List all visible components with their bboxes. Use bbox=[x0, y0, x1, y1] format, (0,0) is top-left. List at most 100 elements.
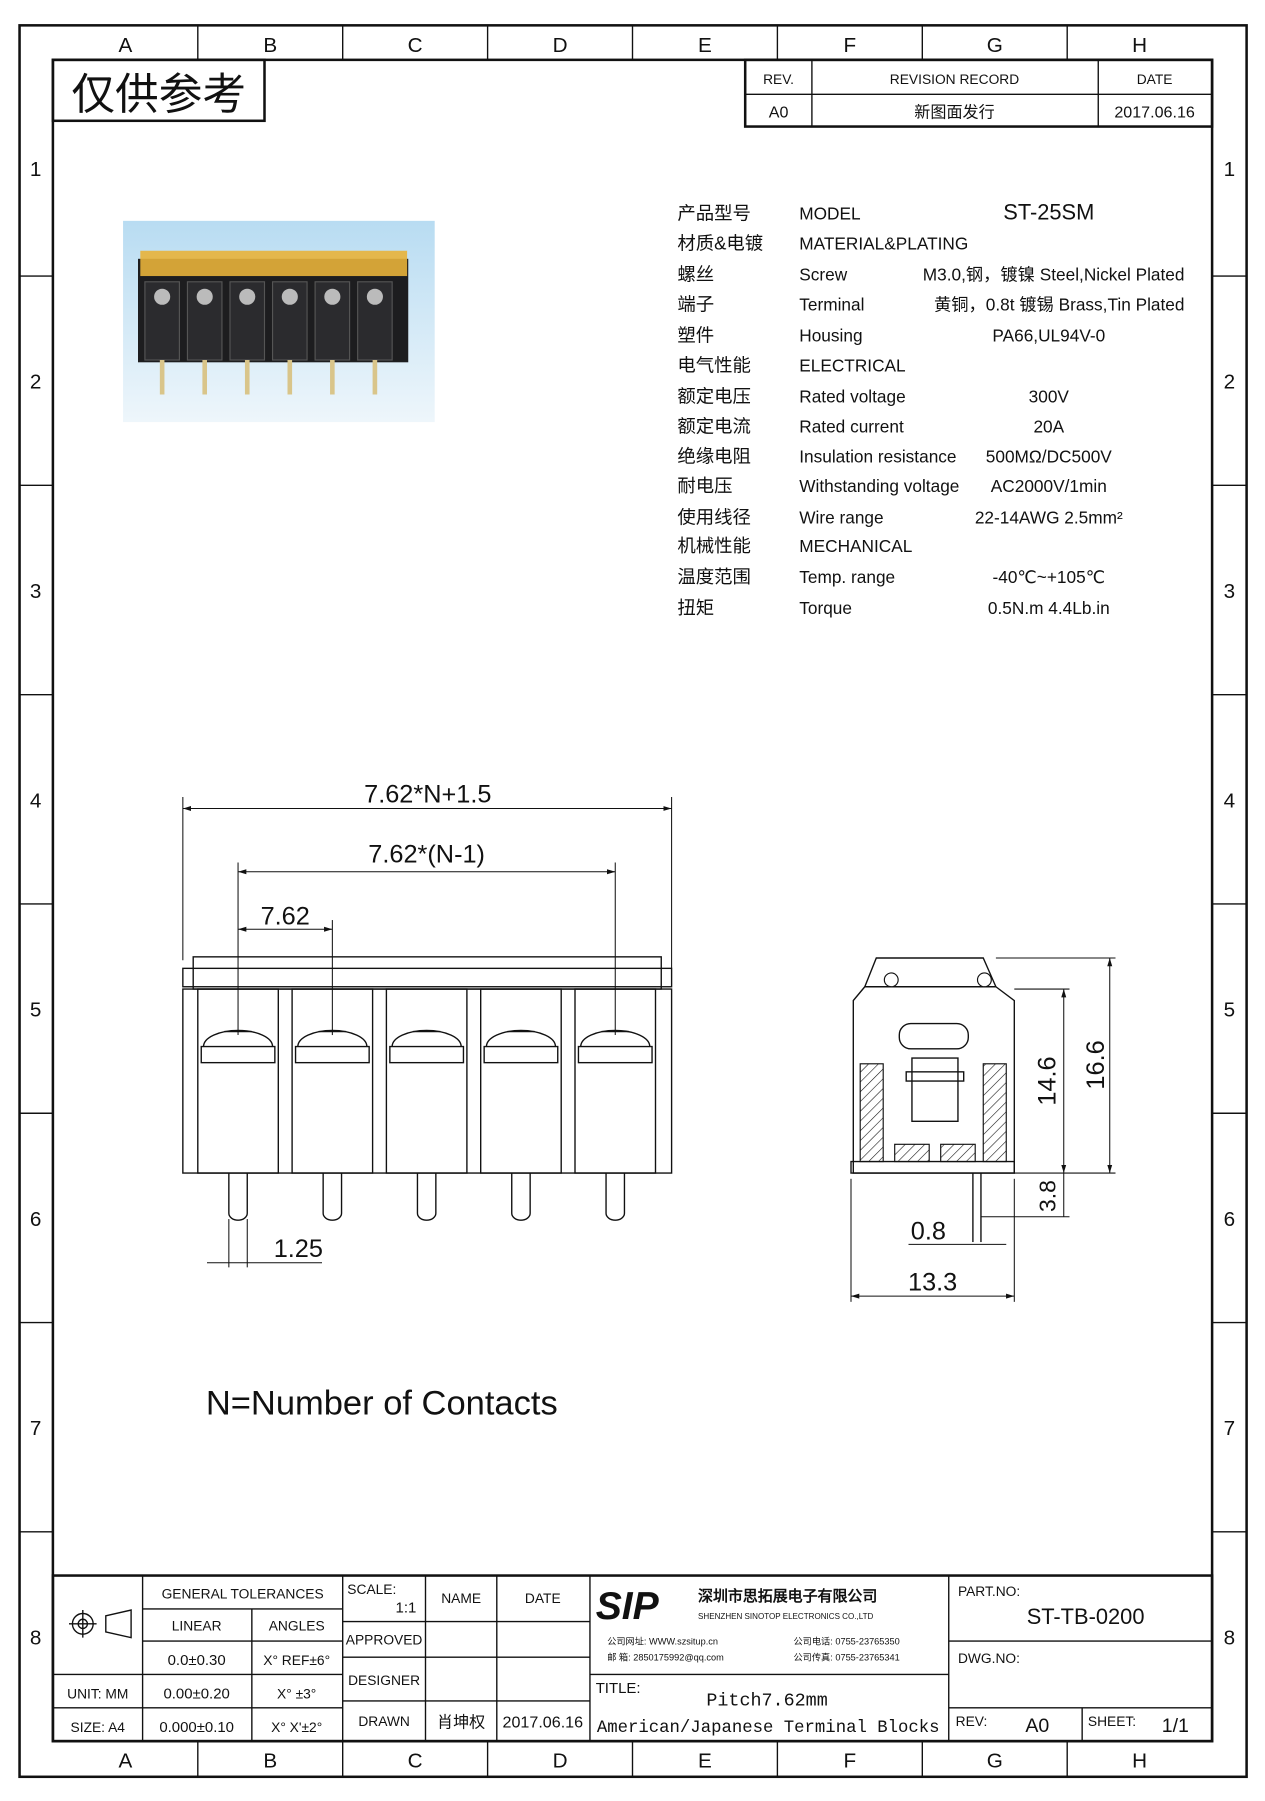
column-label-bottom: B bbox=[263, 1750, 277, 1773]
spec-label-cn: 材质&电镀 bbox=[677, 233, 763, 254]
sheet-value: 1/1 bbox=[1162, 1715, 1189, 1737]
contacts-note: N=Number of Contacts bbox=[206, 1385, 558, 1423]
rev-label: REV: bbox=[956, 1714, 988, 1729]
stamp-text: 仅供参考 bbox=[71, 70, 246, 119]
revision-table: REV. REVISION RECORD DATE A0 新图面发行 2017.… bbox=[743, 58, 1214, 128]
spec-label-cn: 机械性能 bbox=[677, 535, 751, 556]
row-label-right: 4 bbox=[1224, 789, 1236, 812]
angles-label: ANGLES bbox=[269, 1619, 325, 1634]
product-photo bbox=[123, 220, 435, 423]
linear-tolerance: 0.00±0.20 bbox=[163, 1686, 229, 1703]
pin bbox=[287, 360, 293, 395]
screw-icon bbox=[196, 288, 213, 305]
unit-size-label: SIZE: A4 bbox=[71, 1720, 126, 1735]
spec-value: 500MΩ/DC500V bbox=[986, 446, 1113, 466]
pin bbox=[228, 1173, 248, 1221]
title-line-1: Pitch7.62mm bbox=[706, 1691, 827, 1712]
spec-label-en: Insulation resistance bbox=[799, 446, 956, 466]
rev-header: REV. bbox=[763, 72, 794, 87]
row-label-right: 1 bbox=[1224, 158, 1236, 181]
row-label-left: 1 bbox=[30, 158, 42, 181]
spec-label-en: Rated current bbox=[799, 416, 904, 436]
date-header: DATE bbox=[1137, 72, 1173, 87]
angle-tolerance: X° ±3° bbox=[277, 1687, 316, 1702]
drawn-name: 肖坤权 bbox=[437, 1713, 485, 1731]
title-line-2: American/Japanese Terminal Blocks bbox=[597, 1719, 940, 1738]
angle-tolerance: X° REF±6° bbox=[263, 1653, 330, 1668]
row-label-left: 6 bbox=[30, 1208, 42, 1231]
reference-only-stamp: 仅供参考 bbox=[51, 58, 266, 123]
column-label-bottom: F bbox=[844, 1750, 857, 1773]
dim-overall: 7.62*N+1.5 bbox=[364, 781, 491, 809]
spec-value: 20A bbox=[1033, 416, 1064, 436]
pin bbox=[372, 360, 378, 395]
spec-label-en: Screw bbox=[799, 265, 847, 285]
column-label-top: D bbox=[553, 34, 568, 57]
spec-label-en: Housing bbox=[799, 326, 862, 346]
column-label-bottom: A bbox=[118, 1750, 132, 1773]
spec-label-en: Torque bbox=[799, 598, 852, 618]
row-label-right: 8 bbox=[1224, 1627, 1236, 1650]
spec-label-cn: 额定电压 bbox=[677, 386, 751, 407]
row-label-left: 4 bbox=[30, 789, 42, 812]
company-email: 邮 箱: 2850175992@qq.com bbox=[607, 1652, 724, 1663]
spec-value: 300V bbox=[1029, 387, 1070, 407]
title-label: TITLE: bbox=[596, 1680, 641, 1697]
part-no-label: PART.NO: bbox=[958, 1584, 1020, 1599]
linear-tolerance: 0.000±0.10 bbox=[159, 1719, 234, 1736]
screw-head-icon bbox=[485, 1029, 557, 1047]
pin bbox=[511, 1173, 531, 1221]
spec-value: AC2000V/1min bbox=[991, 476, 1107, 496]
front-view: 7.62*N+1.5 7.62*(N-1) 7.62 1.25 bbox=[182, 781, 673, 1268]
spec-label-en: Terminal bbox=[799, 295, 864, 315]
spec-row: 材质&电镀 MATERIAL&PLATING bbox=[677, 233, 968, 254]
revision-record-header: REVISION RECORD bbox=[890, 72, 1019, 87]
dim-span: 7.62*(N-1) bbox=[368, 841, 485, 869]
spec-label-en: Rated voltage bbox=[799, 387, 905, 407]
terminal-cell bbox=[480, 988, 562, 1174]
unit-size-label: UNIT: MM bbox=[67, 1687, 128, 1702]
dim-pin-length: 3.8 bbox=[1035, 1180, 1061, 1212]
designer-label: DESIGNER bbox=[348, 1673, 420, 1688]
row-label-right: 2 bbox=[1224, 371, 1236, 394]
dim-pin: 1.25 bbox=[274, 1235, 323, 1263]
projection-symbol-icon bbox=[69, 1609, 132, 1639]
general-tolerances-label: GENERAL TOLERANCES bbox=[162, 1587, 324, 1602]
spec-label-en: ELECTRICAL bbox=[799, 356, 906, 376]
pin bbox=[330, 360, 335, 395]
screw-head-icon bbox=[391, 1029, 462, 1047]
screw-icon bbox=[281, 288, 298, 305]
pin bbox=[202, 360, 207, 395]
spec-label-cn: 端子 bbox=[677, 294, 714, 315]
spec-value: ST-25SM bbox=[1003, 200, 1094, 225]
row-label-left: 3 bbox=[30, 580, 42, 603]
dim-pin-width: 0.8 bbox=[911, 1218, 946, 1246]
terminal-plate bbox=[200, 1045, 276, 1064]
spec-value: 22-14AWG 2.5mm² bbox=[975, 507, 1123, 527]
company-phone: 公司电话: 0755-23765350 bbox=[794, 1636, 900, 1647]
side-view: 14.6 16.6 3.8 0.8 13.3 bbox=[850, 957, 1116, 1302]
spec-value: PA66,UL94V-0 bbox=[992, 326, 1105, 346]
screw-icon bbox=[154, 288, 171, 305]
spec-value: -40℃~+105℃ bbox=[992, 567, 1105, 587]
row-label-left: 2 bbox=[30, 371, 42, 394]
spec-value: M3.0,钢，镀镍 Steel,Nickel Plated bbox=[923, 265, 1185, 285]
spec-row: 端子 Terminal 黄铜，0.8t 镀锡 Brass,Tin Plated bbox=[677, 294, 1184, 315]
spec-label-en: MATERIAL&PLATING bbox=[799, 234, 968, 254]
spec-label-en: Wire range bbox=[799, 507, 883, 527]
dwg-no-label: DWG.NO: bbox=[958, 1651, 1020, 1666]
spec-row: 额定电压 Rated voltage 300V bbox=[677, 386, 1069, 407]
spec-value: 黄铜，0.8t 镀锡 Brass,Tin Plated bbox=[934, 295, 1185, 315]
company-website: 公司网址: WWW.szsitup.cn bbox=[607, 1636, 718, 1647]
column-label-top: G bbox=[987, 34, 1003, 57]
angle-tolerance: X° X'±2° bbox=[271, 1720, 322, 1735]
column-label-bottom: C bbox=[408, 1750, 423, 1773]
column-label-top: B bbox=[263, 34, 277, 57]
dim-total-height: 16.6 bbox=[1082, 1040, 1110, 1089]
